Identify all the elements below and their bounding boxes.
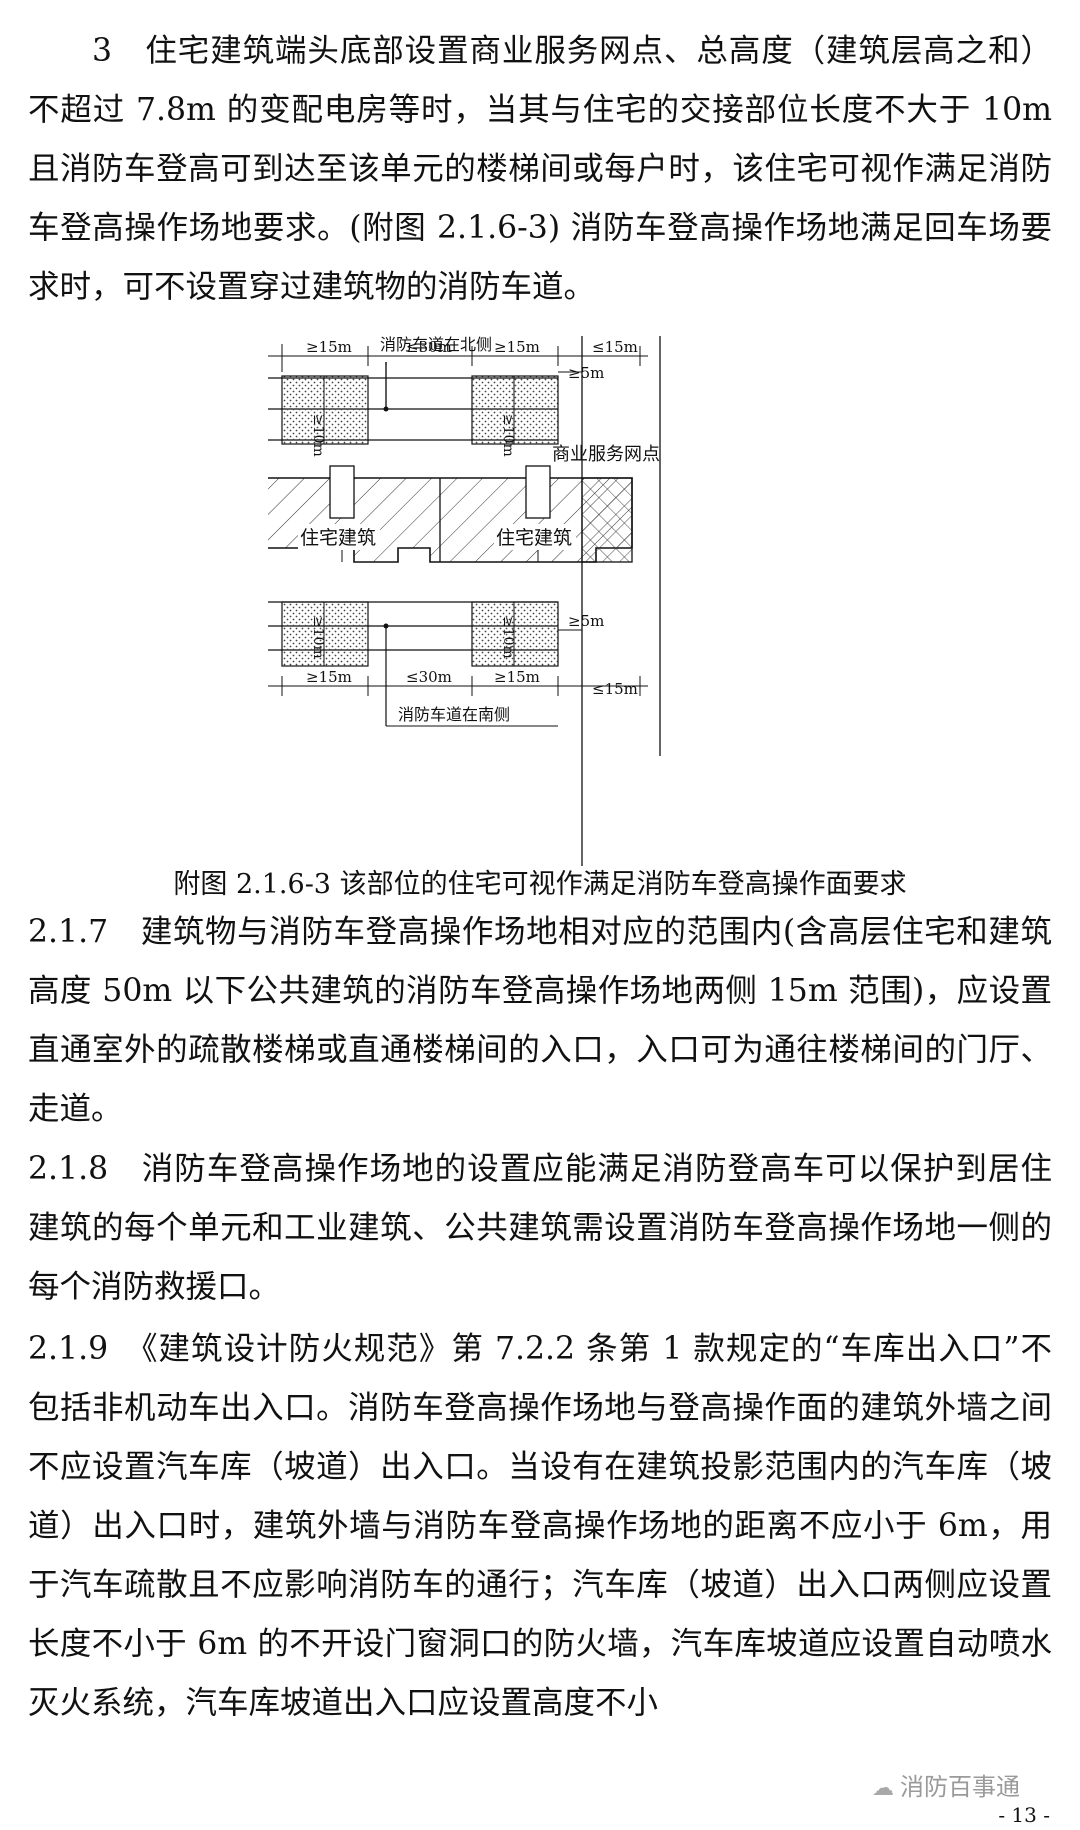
dim-top-ge5: ≥5m xyxy=(568,364,604,382)
fire-lane-diagram: 消防车道在北侧 ≥15m ≤30m ≥15m ≤15m ≥5m ≥10m ≥10… xyxy=(268,336,661,866)
operation-area-north-left xyxy=(281,375,369,445)
dim-bottom-le15: ≤15m xyxy=(592,680,638,698)
dim-bottom-le30: ≤30m xyxy=(406,668,452,686)
dim-south-right-ge10: ≥10m xyxy=(500,616,516,659)
watermark: ☁消防百事通 xyxy=(872,1767,1020,1802)
paragraph-2-1-7: 2.1.7 建筑物与消防车登高操作场地相对应的范围内(含高层住宅和建筑高度 50… xyxy=(28,914,1052,1127)
dim-top-le15: ≤15m xyxy=(592,338,638,356)
operation-area-south-right xyxy=(471,601,559,667)
commercial-outlet-area xyxy=(581,477,633,563)
label-north: 消防车道在北侧 xyxy=(380,336,492,354)
figure-caption: 附图 2.1.6-3 该部位的住宅可视作满足消防车登高操作面要求 xyxy=(173,869,907,900)
wechat-icon: ☁ xyxy=(872,1776,894,1801)
dim-south-left-ge10: ≥10m xyxy=(310,616,326,659)
operation-area-north-right xyxy=(471,375,559,445)
paragraph-2-1-8: 2.1.8 消防车登高操作场地的设置应能满足消防登高车可以保护到居住建筑的每个单… xyxy=(28,1151,1052,1305)
watermark-text: 消防百事通 xyxy=(900,1773,1020,1801)
paragraph-2-1-9: 2.1.9 《建筑设计防火规范》第 7.2.2 条第 1 款规定的“车库出入口”… xyxy=(28,1331,1052,1721)
label-building-left: 住宅建筑 xyxy=(300,527,376,549)
dim-top-ge15-left: ≥15m xyxy=(306,338,352,356)
dim-bottom-ge15-right: ≥15m xyxy=(494,668,540,686)
page-number: - 13 - xyxy=(998,1803,1050,1827)
dim-north-right-ge10: ≥10m xyxy=(500,414,516,457)
dim-bottom-ge5: ≥5m xyxy=(568,612,604,630)
operation-area-south-left xyxy=(281,601,369,667)
stair-core-left xyxy=(329,465,355,519)
label-building-right: 住宅建筑 xyxy=(496,527,572,549)
stair-core-right xyxy=(525,465,551,519)
paragraph-3: 3 住宅建筑端头底部设置商业服务网点、总高度（建筑层高之和）不超过 7.8m 的… xyxy=(28,33,1052,305)
label-south: 消防车道在南侧 xyxy=(398,705,510,724)
dim-top-ge15-right: ≥15m xyxy=(494,338,540,356)
label-commercial: 商业服务网点 xyxy=(552,444,660,465)
dim-bottom-ge15-left: ≥15m xyxy=(306,668,352,686)
dim-north-left-ge10: ≥10m xyxy=(310,414,326,457)
dim-top-le30: ≤30m xyxy=(406,338,452,356)
